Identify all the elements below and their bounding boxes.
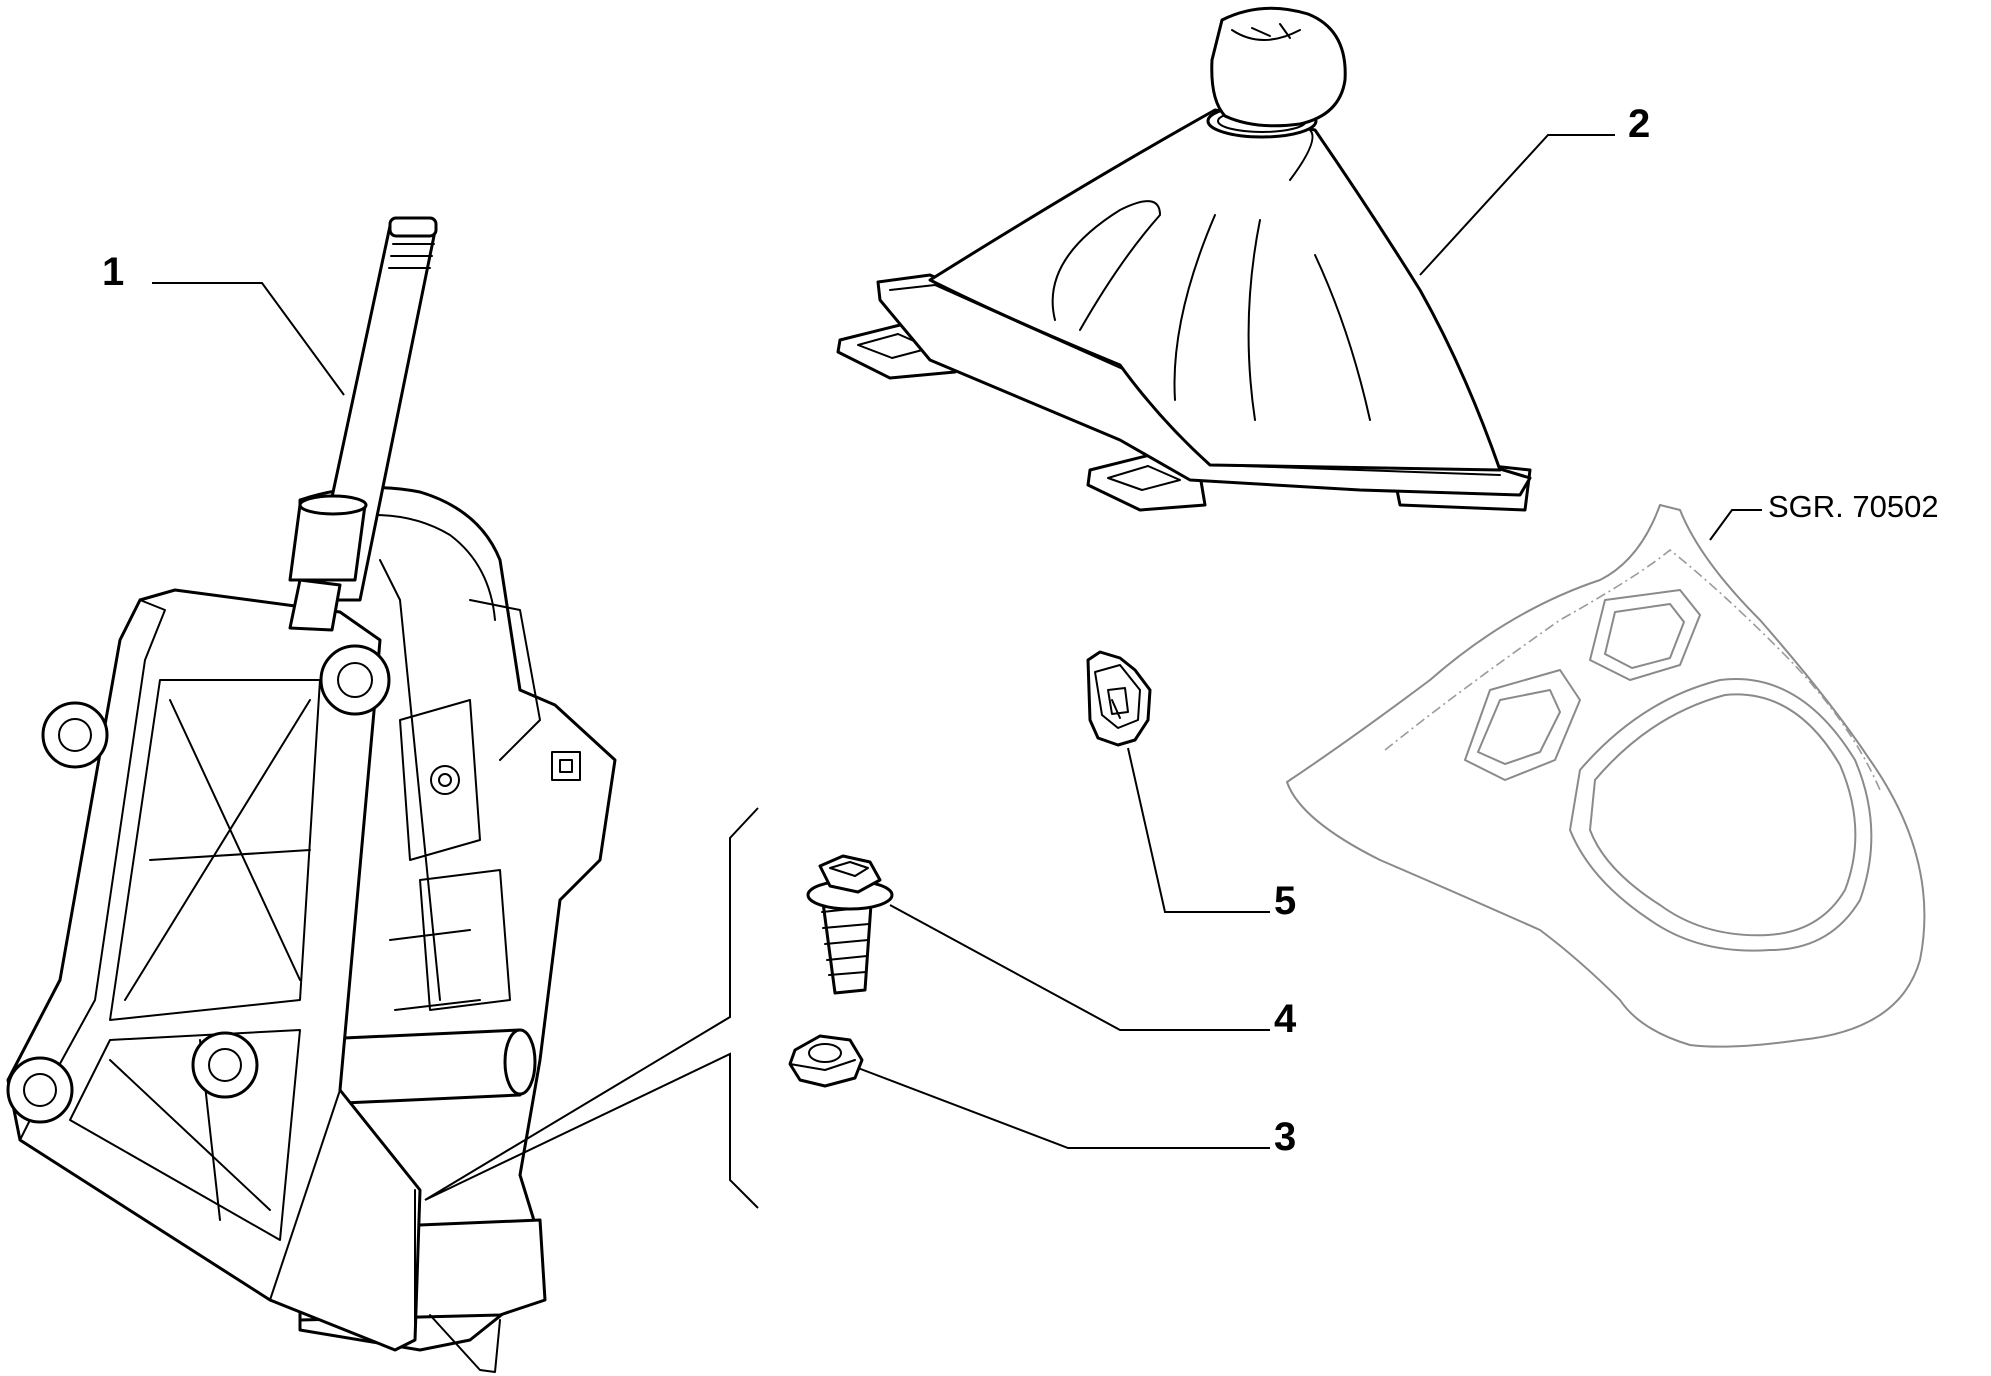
reference-tunnel-console: [1286, 504, 1926, 1048]
callout-1: 1: [102, 250, 124, 294]
callout-5: 5: [1274, 879, 1296, 923]
reference-label: SGR. 70502: [1768, 489, 1939, 524]
part-5-spring-clip: [1086, 650, 1152, 747]
part-3-hex-nut: [788, 1034, 864, 1088]
leader-lines: [152, 134, 1762, 1209]
callout-4: 4: [1274, 997, 1297, 1041]
leader-ref: [1709, 509, 1762, 541]
callout-3: 3: [1274, 1115, 1296, 1159]
callout-2: 2: [1628, 102, 1650, 146]
leader-2: [1419, 134, 1615, 276]
leader-1: [152, 282, 345, 396]
leader-3: [857, 1067, 1270, 1149]
leader-4: [889, 904, 1270, 1031]
part-2-gear-knob-boot: [836, 6, 1532, 512]
part-1-shift-lever-assembly: [6, 216, 617, 1373]
leader-5: [1127, 747, 1270, 913]
bracket-group: [424, 807, 759, 1209]
part-4-flange-bolt: [806, 854, 894, 995]
